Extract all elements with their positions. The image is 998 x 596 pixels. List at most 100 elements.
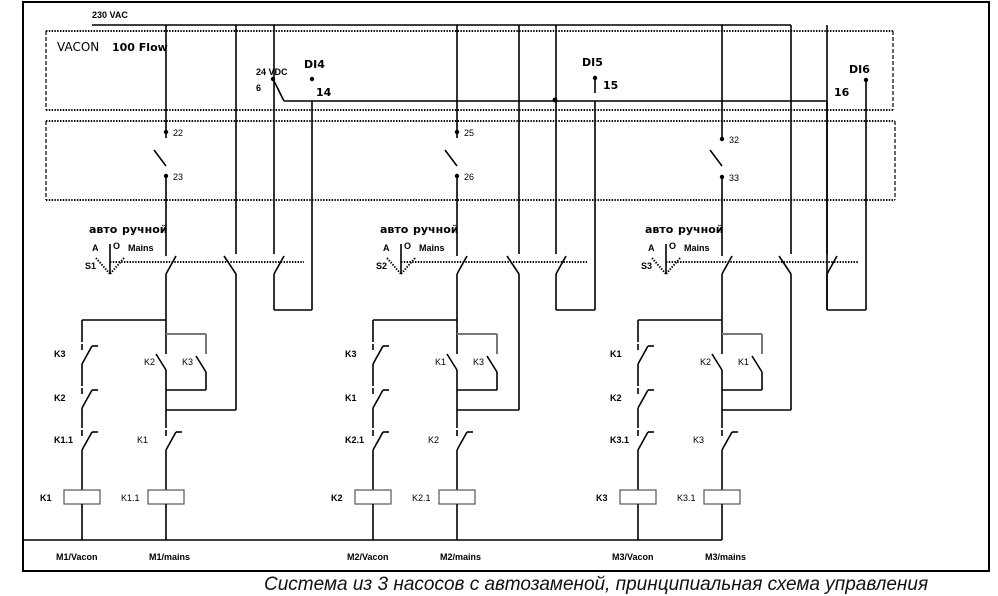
coil-vacon-label: K2 (331, 493, 343, 503)
di4-point (309, 76, 315, 82)
coil-vacon-label: K1 (40, 493, 52, 503)
contact-mains-2 (486, 355, 498, 373)
selector-pos-mains: Mains (684, 243, 710, 253)
selector-contact-di (826, 255, 838, 275)
contact-mains-1 (446, 353, 458, 371)
vacon-contact-2-label: K1 (345, 393, 357, 403)
relay-terminal-top-label: 32 (729, 135, 739, 145)
relay-terminal-bottom-label: 26 (464, 172, 474, 182)
di5-label: DI5 (582, 56, 603, 69)
selector-auto-label: авто (380, 223, 409, 236)
contact-vacon-2 (637, 388, 654, 414)
vacon-contact-3-label: K2.1 (345, 435, 364, 445)
vacon-contact-2-label: K2 (54, 393, 66, 403)
mains-contact-1-label: K2 (700, 357, 711, 367)
mains-contact-2-label: K1 (738, 357, 749, 367)
contact-vacon-3 (637, 430, 654, 456)
mains-interlock-label: K2 (428, 435, 439, 445)
relay-terminal-top-label: 22 (173, 128, 183, 138)
selector-manual-label: ручной (122, 223, 167, 236)
mains-interlock-label: K3 (693, 435, 704, 445)
selector-switch (95, 244, 304, 275)
relay-terminal-bottom-label: 23 (173, 172, 183, 182)
selector-contact-auto (456, 255, 468, 275)
vdc-link (272, 78, 285, 102)
selector-switch (386, 244, 587, 275)
drawing-frame (22, 1, 990, 572)
coil-mains (438, 489, 476, 505)
relay-terminal-top (719, 136, 725, 142)
contact-vacon-2 (81, 388, 98, 414)
contact-mains-2 (195, 355, 207, 373)
output-mains-label: M3/mains (705, 552, 746, 562)
output-mains-label: M1/mains (149, 552, 190, 562)
di6-label: DI6 (849, 63, 870, 76)
coil-mains-label: K2.1 (412, 493, 431, 503)
selector-contact-di (555, 255, 567, 275)
contact-vacon-3 (372, 430, 389, 456)
output-mains-label: M2/mains (440, 552, 481, 562)
selector-contact-mains (506, 255, 520, 275)
contact-mains-interlock (721, 430, 738, 456)
mains-contact-1-label: K1 (435, 357, 446, 367)
vacon-contact-1-label: K1 (610, 349, 622, 359)
coil-mains (147, 489, 185, 505)
mains-contact-2-label: K3 (182, 357, 193, 367)
controller-brand: VACON (57, 40, 99, 54)
coil-mains (703, 489, 741, 505)
selector-auto-label: авто (645, 223, 674, 236)
contact-mains-1 (711, 353, 723, 371)
relay-contact (444, 149, 458, 167)
coil-vacon (619, 489, 657, 505)
relay-terminal-top-label: 25 (464, 128, 474, 138)
contact-vacon-1 (637, 344, 654, 370)
mains-contact-2-label: K3 (473, 357, 484, 367)
selector-label: S2 (376, 261, 387, 271)
selector-auto-label: авто (89, 223, 118, 236)
coil-vacon (63, 489, 101, 505)
coil-mains-label: K3.1 (677, 493, 696, 503)
selector-pos-a: A (648, 243, 655, 253)
contact-vacon-2 (372, 388, 389, 414)
vdc-terminal: 6 (256, 83, 261, 93)
selector-pos-mains: Mains (128, 243, 154, 253)
relay-contact (709, 149, 723, 167)
di6-point (863, 77, 869, 83)
output-vacon-label: M3/Vacon (612, 552, 654, 562)
di4-terminal: 14 (316, 86, 332, 99)
contact-vacon-3 (81, 430, 98, 456)
selector-manual-label: ручной (413, 223, 458, 236)
vdc-label: 24 VDC (256, 67, 288, 77)
output-vacon-label: M1/Vacon (56, 552, 98, 562)
selector-contact-mains (223, 255, 237, 275)
contact-vacon-1 (81, 344, 98, 370)
controller-model: 100 Flow (112, 41, 168, 54)
selector-contact-di (273, 255, 285, 275)
selector-pos-o: O (404, 241, 411, 251)
output-vacon-label: M2/Vacon (347, 552, 389, 562)
di6-terminal: 16 (834, 86, 850, 99)
relay-terminal-top (454, 129, 460, 135)
vacon-contact-1-label: K3 (345, 349, 357, 359)
selector-switch (651, 244, 858, 275)
supply-label: 230 VAC (92, 10, 128, 20)
vacon-contact-2-label: K2 (610, 393, 622, 403)
caption: Система из 3 насосов с автозаменой, прин… (264, 574, 928, 595)
contact-mains-interlock (165, 430, 182, 456)
relay-contact (153, 149, 167, 167)
vacon-contact-1-label: K3 (54, 349, 66, 359)
contact-mains-1 (155, 353, 167, 371)
coil-vacon-label: K3 (596, 493, 608, 503)
vacon-contact-3-label: K1.1 (54, 435, 73, 445)
selector-contact-mains (778, 255, 792, 275)
selector-label: S3 (641, 261, 652, 271)
controller-box (45, 30, 894, 111)
contact-mains-interlock (456, 430, 473, 456)
selector-pos-a: A (92, 243, 99, 253)
selector-manual-label: ручной (678, 223, 723, 236)
selector-label: S1 (85, 261, 96, 271)
